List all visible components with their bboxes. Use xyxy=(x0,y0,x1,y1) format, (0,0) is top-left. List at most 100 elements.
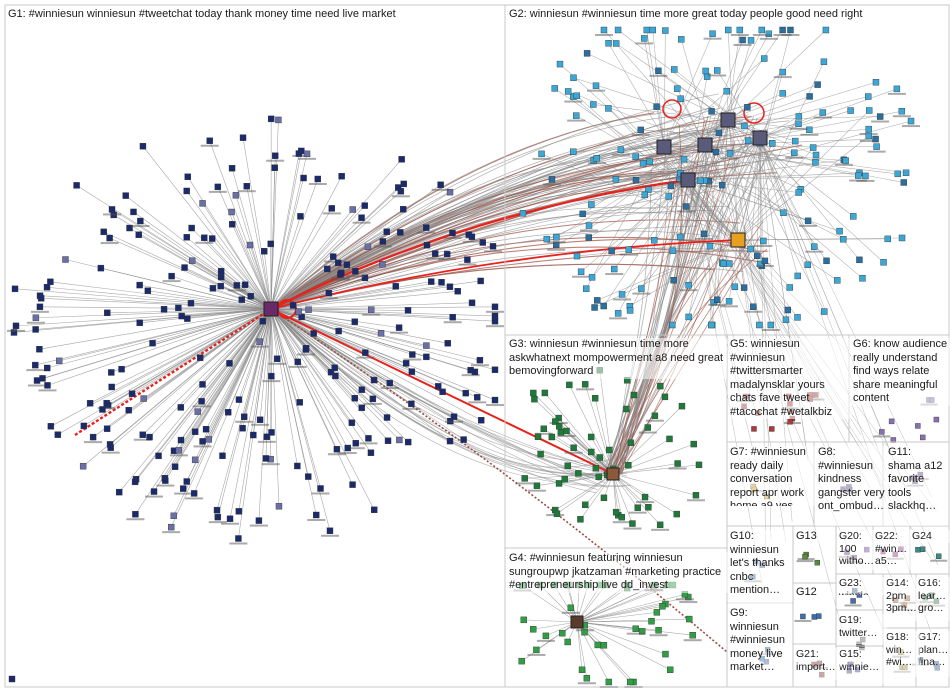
node-g2 xyxy=(646,158,653,165)
node-caption-mark xyxy=(338,452,357,455)
node-g1 xyxy=(267,240,274,248)
node-g2 xyxy=(651,237,658,244)
node-g1 xyxy=(351,318,359,325)
node-g2 xyxy=(812,159,819,166)
edge xyxy=(612,173,678,475)
node-g2 xyxy=(804,217,812,225)
node-caption-mark xyxy=(308,182,327,185)
node-caption-mark xyxy=(859,139,878,142)
node-g2 xyxy=(794,314,801,321)
edge xyxy=(270,176,342,310)
node-caption-mark xyxy=(930,559,948,562)
node-caption-mark xyxy=(789,127,808,130)
node-g2 xyxy=(585,222,593,229)
edge xyxy=(612,473,633,524)
node-caption-mark xyxy=(200,144,219,147)
node-caption-mark xyxy=(402,407,421,410)
node-g2 xyxy=(847,107,854,114)
group-label-g5: G5: winniesun #winniesun #twittersmarter… xyxy=(728,338,852,419)
node-g2 xyxy=(572,112,580,119)
edge xyxy=(573,77,761,139)
edge xyxy=(704,144,904,183)
edge xyxy=(46,286,272,310)
node-g1 xyxy=(140,395,147,402)
node-caption-mark xyxy=(651,528,670,531)
node-caption-mark xyxy=(547,241,566,244)
node-g1 xyxy=(294,462,301,470)
node-g4 xyxy=(530,626,537,633)
node-g2 xyxy=(608,247,615,255)
node-caption-mark xyxy=(319,297,338,300)
node-caption-mark xyxy=(298,157,317,160)
hub-node-g2 xyxy=(656,139,672,155)
node-caption-mark xyxy=(623,527,642,530)
node-caption-mark xyxy=(542,183,561,186)
edge xyxy=(270,308,280,507)
node-caption-mark xyxy=(28,384,47,387)
node-caption-mark xyxy=(101,451,120,454)
node-g1 xyxy=(150,488,158,495)
node-small-group xyxy=(850,598,856,604)
node-caption-mark xyxy=(346,275,365,278)
node-caption-mark xyxy=(619,253,638,256)
node-caption-mark xyxy=(438,258,457,261)
node-g1 xyxy=(358,404,365,412)
edge xyxy=(610,111,731,475)
node-caption-mark xyxy=(468,401,487,404)
edge xyxy=(523,619,578,623)
node-g1 xyxy=(239,424,246,432)
edge xyxy=(270,290,458,310)
node-g2 xyxy=(855,172,862,179)
node-g1 xyxy=(303,150,311,158)
edge xyxy=(180,308,272,408)
edge xyxy=(135,308,272,515)
node-g1 xyxy=(398,156,405,163)
node-g1 xyxy=(263,433,270,441)
node-g2 xyxy=(787,26,794,34)
node-g2 xyxy=(784,306,791,314)
node-caption-mark xyxy=(668,467,687,470)
edge xyxy=(612,473,623,518)
node-caption-mark xyxy=(486,310,504,313)
edge xyxy=(186,237,272,310)
node-caption-mark xyxy=(744,310,763,313)
node-g2 xyxy=(585,234,593,241)
node-g2 xyxy=(577,268,585,275)
node-caption-mark xyxy=(403,358,422,361)
node-caption-mark xyxy=(613,298,632,301)
node-caption-mark xyxy=(97,407,116,410)
node-g2 xyxy=(809,144,817,151)
node-g1 xyxy=(367,449,375,456)
node-g2 xyxy=(708,321,715,329)
edge xyxy=(59,308,272,362)
edge xyxy=(139,284,272,310)
node-g1 xyxy=(54,431,62,438)
edge xyxy=(687,33,770,181)
node-g2 xyxy=(741,122,748,130)
node-g1 xyxy=(404,307,412,314)
node-caption-mark xyxy=(162,531,181,534)
node-g2 xyxy=(665,193,672,200)
edge xyxy=(568,91,706,146)
node-g1 xyxy=(239,134,247,141)
node-g2 xyxy=(594,297,601,304)
edge xyxy=(580,473,614,520)
edge-highlight xyxy=(270,308,728,653)
group-label-g23: G23: winnie… xyxy=(837,577,887,595)
node-caption-mark xyxy=(320,534,339,537)
node-g1 xyxy=(206,137,213,144)
edge xyxy=(270,308,496,371)
node-g1 xyxy=(228,208,235,216)
node-caption-mark xyxy=(131,225,150,228)
node-g1 xyxy=(232,192,240,199)
edge xyxy=(613,148,684,475)
edge xyxy=(270,189,725,310)
edge xyxy=(82,308,272,467)
node-g1 xyxy=(489,243,497,250)
node-caption-mark xyxy=(133,438,152,441)
node-g3 xyxy=(651,412,659,419)
edge xyxy=(652,29,665,148)
node-caption-mark xyxy=(324,260,343,263)
node-g1 xyxy=(80,422,88,430)
node-g1 xyxy=(224,409,232,416)
